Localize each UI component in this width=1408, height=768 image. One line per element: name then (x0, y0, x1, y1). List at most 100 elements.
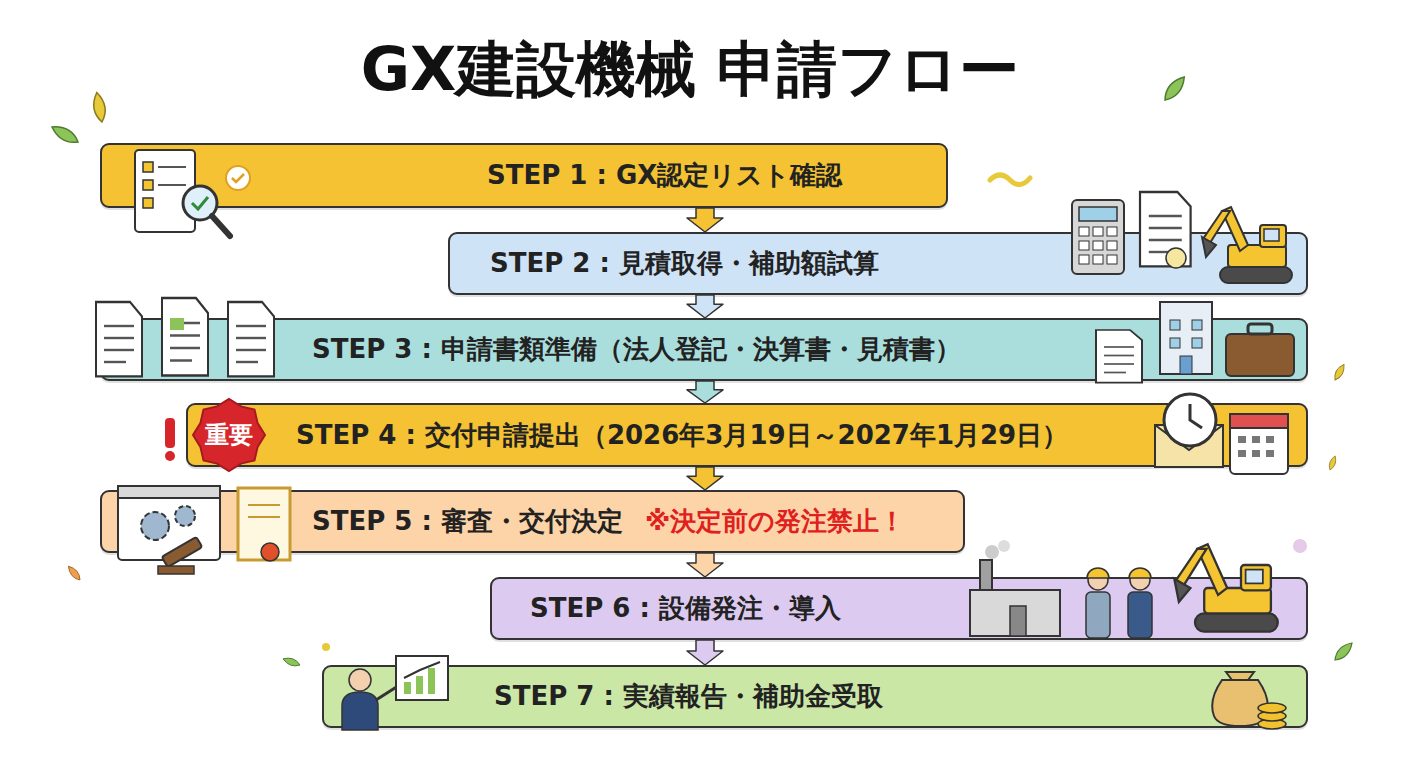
squiggle (990, 175, 1030, 185)
diagram-title: GX建設機械 申請フロー (0, 30, 1380, 111)
checklist-box (143, 162, 153, 172)
money-bag (1212, 680, 1268, 726)
presenter-arm (376, 686, 398, 700)
calculator-key (1107, 227, 1117, 236)
flow-arrow (687, 381, 723, 403)
step-band: STEP 1 : GX認定リスト確認 (100, 143, 948, 208)
leaf (1327, 455, 1337, 471)
check-circle (226, 166, 250, 190)
invoice-document (1140, 192, 1191, 266)
building-window (1192, 320, 1202, 330)
chart-board (396, 656, 448, 700)
coin (1258, 703, 1286, 713)
building-window (1170, 320, 1180, 330)
money-bag-neck (1226, 672, 1254, 680)
calendar-day (1266, 450, 1274, 457)
presenter-head (349, 669, 371, 691)
worker-head (1088, 570, 1108, 590)
office-building (1160, 302, 1212, 374)
flow-arrow (687, 295, 723, 318)
dot (322, 643, 330, 651)
briefcase (1226, 334, 1294, 376)
checklist-box (143, 180, 153, 190)
clock-hands (1190, 404, 1202, 428)
worker-helmet (1087, 568, 1109, 578)
excavator (1174, 544, 1278, 631)
worker-body (1128, 592, 1152, 638)
form-document (162, 298, 208, 376)
checklist-line (158, 166, 186, 168)
calendar-day (1266, 436, 1274, 443)
form-document (96, 302, 142, 376)
certificate-seal (261, 543, 279, 561)
leaf (1161, 73, 1189, 103)
step-text: STEP 2 : 見積取得・補助額試算 (490, 246, 879, 281)
calendar-day (1252, 450, 1260, 457)
flow-arrow (687, 640, 723, 665)
magnifier-handle (212, 216, 230, 236)
step-text: STEP 6 : 設備発注・導入 (530, 591, 841, 626)
form-document (228, 302, 274, 376)
factory-door (1010, 606, 1026, 636)
checklist-board (135, 150, 195, 232)
chart-bar (428, 668, 435, 694)
certificate (238, 488, 290, 560)
step-band: STEP 4 : 交付申請提出（2026年3月19日～2027年1月29日） (186, 403, 1308, 467)
worker-helmet (1129, 568, 1151, 578)
step-band: STEP 7 : 実績報告・補助金受取 (322, 665, 1308, 728)
gavel-base (158, 566, 194, 574)
importance-seal (193, 399, 265, 471)
coin-mark (1166, 248, 1186, 268)
ledger-document (1096, 330, 1142, 383)
envelope (1155, 425, 1223, 467)
check-mark (192, 197, 208, 209)
gear (141, 512, 169, 540)
step-band: STEP 2 : 見積取得・補助額試算 (448, 232, 1308, 295)
calendar-header (1230, 414, 1288, 428)
calculator-screen (1079, 207, 1117, 221)
worker-body (1086, 592, 1110, 638)
coin (1258, 711, 1286, 721)
calculator-key (1107, 241, 1117, 250)
exclamation-bar (165, 418, 175, 448)
calculator-key (1093, 255, 1103, 264)
chart-trend (404, 662, 440, 678)
envelope-flap (1155, 425, 1223, 450)
calendar-days (1238, 436, 1274, 457)
flow-arrow (687, 553, 723, 577)
building-window (1170, 338, 1180, 348)
chart-bar (416, 676, 423, 694)
leaf (49, 122, 80, 147)
clock-face (1164, 394, 1216, 446)
magnifier-lens (183, 186, 217, 220)
certificate-line (248, 516, 280, 518)
coin (1258, 719, 1286, 729)
chart-bar (404, 682, 411, 694)
leaf (66, 564, 83, 582)
step-text: STEP 5 : 審査・交付決定 (312, 504, 623, 539)
briefcase-handle (1248, 324, 1272, 334)
presenter-body (342, 692, 378, 730)
gear (175, 506, 195, 526)
step-text: STEP 4 : 交付申請提出（2026年3月19日～2027年1月29日） (296, 418, 1068, 453)
checklist-box (143, 198, 153, 208)
calculator-key (1079, 227, 1089, 236)
browser-bar (118, 486, 220, 498)
calculator-key (1093, 227, 1103, 236)
calculator-key (1093, 241, 1103, 250)
calendar-day (1238, 450, 1246, 457)
form-chart (170, 318, 184, 330)
dot (1293, 539, 1307, 553)
excavator (1202, 207, 1292, 283)
leaf (91, 92, 107, 123)
browser-window (118, 486, 220, 560)
calendar-day (1238, 436, 1246, 443)
step-text: STEP 1 : GX認定リスト確認 (487, 158, 842, 193)
leaf (282, 656, 301, 668)
factory-chimney (980, 560, 992, 590)
